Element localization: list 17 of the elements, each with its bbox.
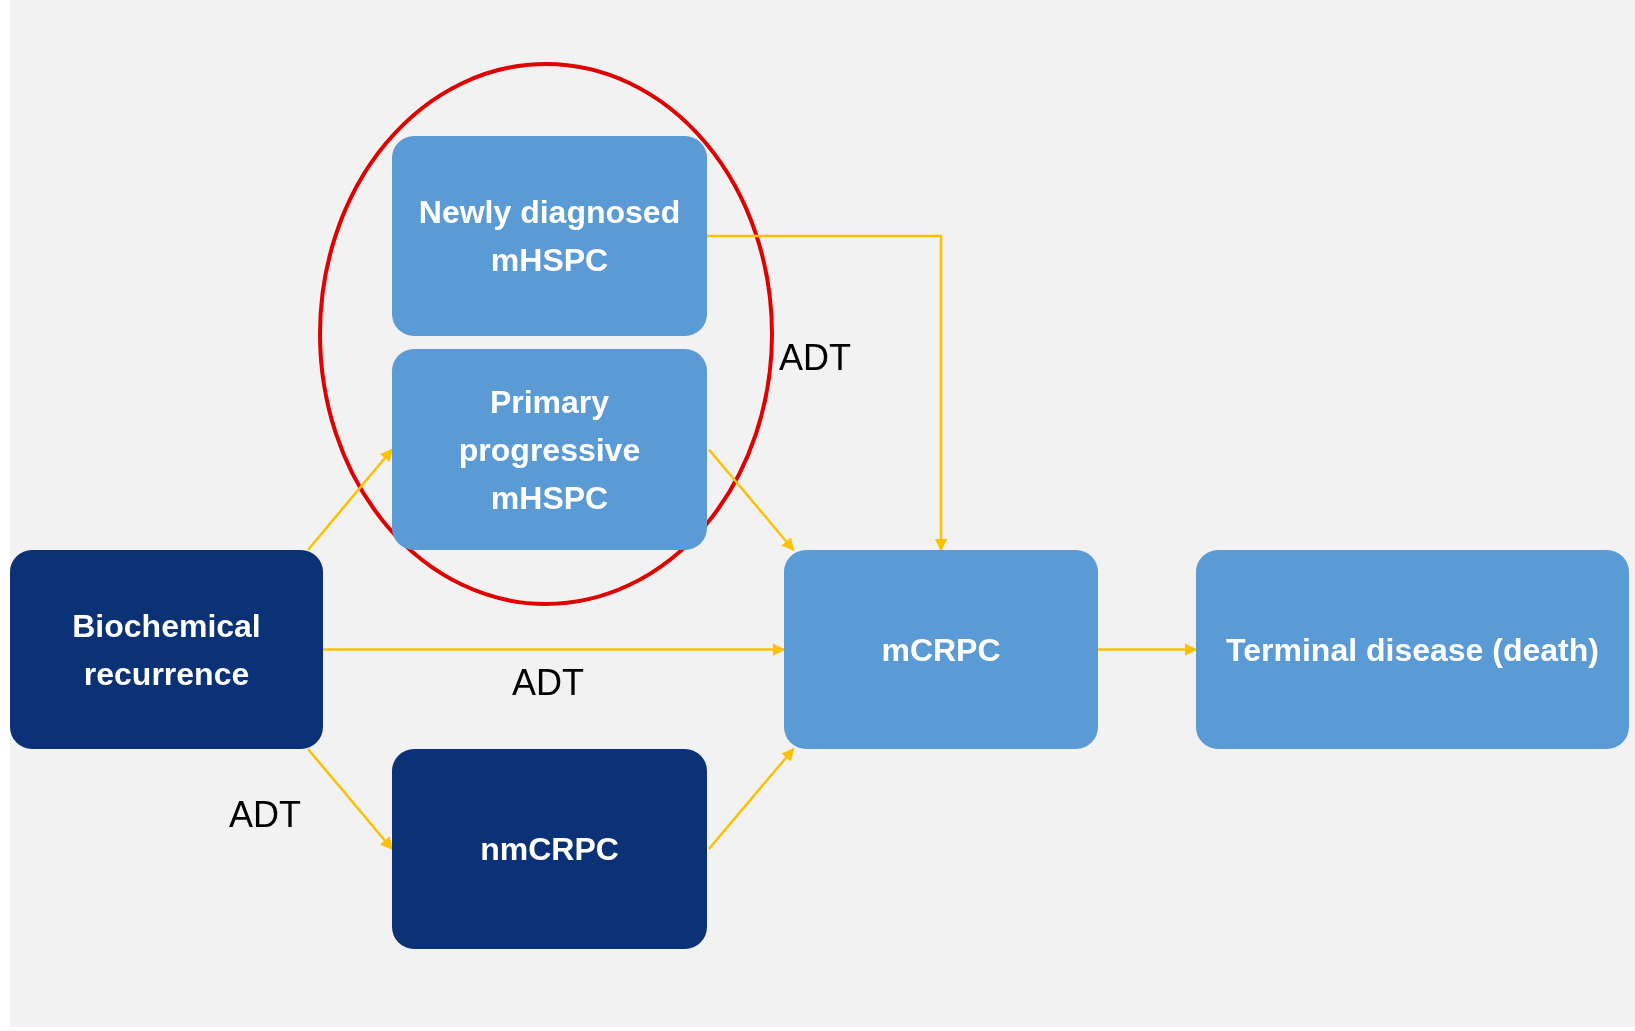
arrow: [1098, 643, 1198, 656]
arrow: [323, 643, 786, 656]
stage-box: Biochemical recurrence: [10, 550, 323, 749]
arrow: [707, 748, 795, 850]
stage-box: Primary progressive mHSPC: [392, 349, 707, 550]
stage-box: mCRPC: [784, 550, 1098, 749]
arrow: [307, 448, 393, 551]
arrow: [707, 448, 795, 551]
stage-box: Newly diagnosed mHSPC: [392, 136, 707, 336]
edge-label: ADT: [779, 336, 851, 380]
arrow: [307, 748, 393, 850]
stage-box: Terminal disease (death): [1196, 550, 1629, 749]
edge-label: ADT: [512, 661, 584, 705]
edge-label: ADT: [229, 793, 301, 837]
arrow: [707, 234, 948, 552]
highlight-ellipse: [317, 61, 775, 607]
stage-box: nmCRPC: [392, 749, 707, 949]
